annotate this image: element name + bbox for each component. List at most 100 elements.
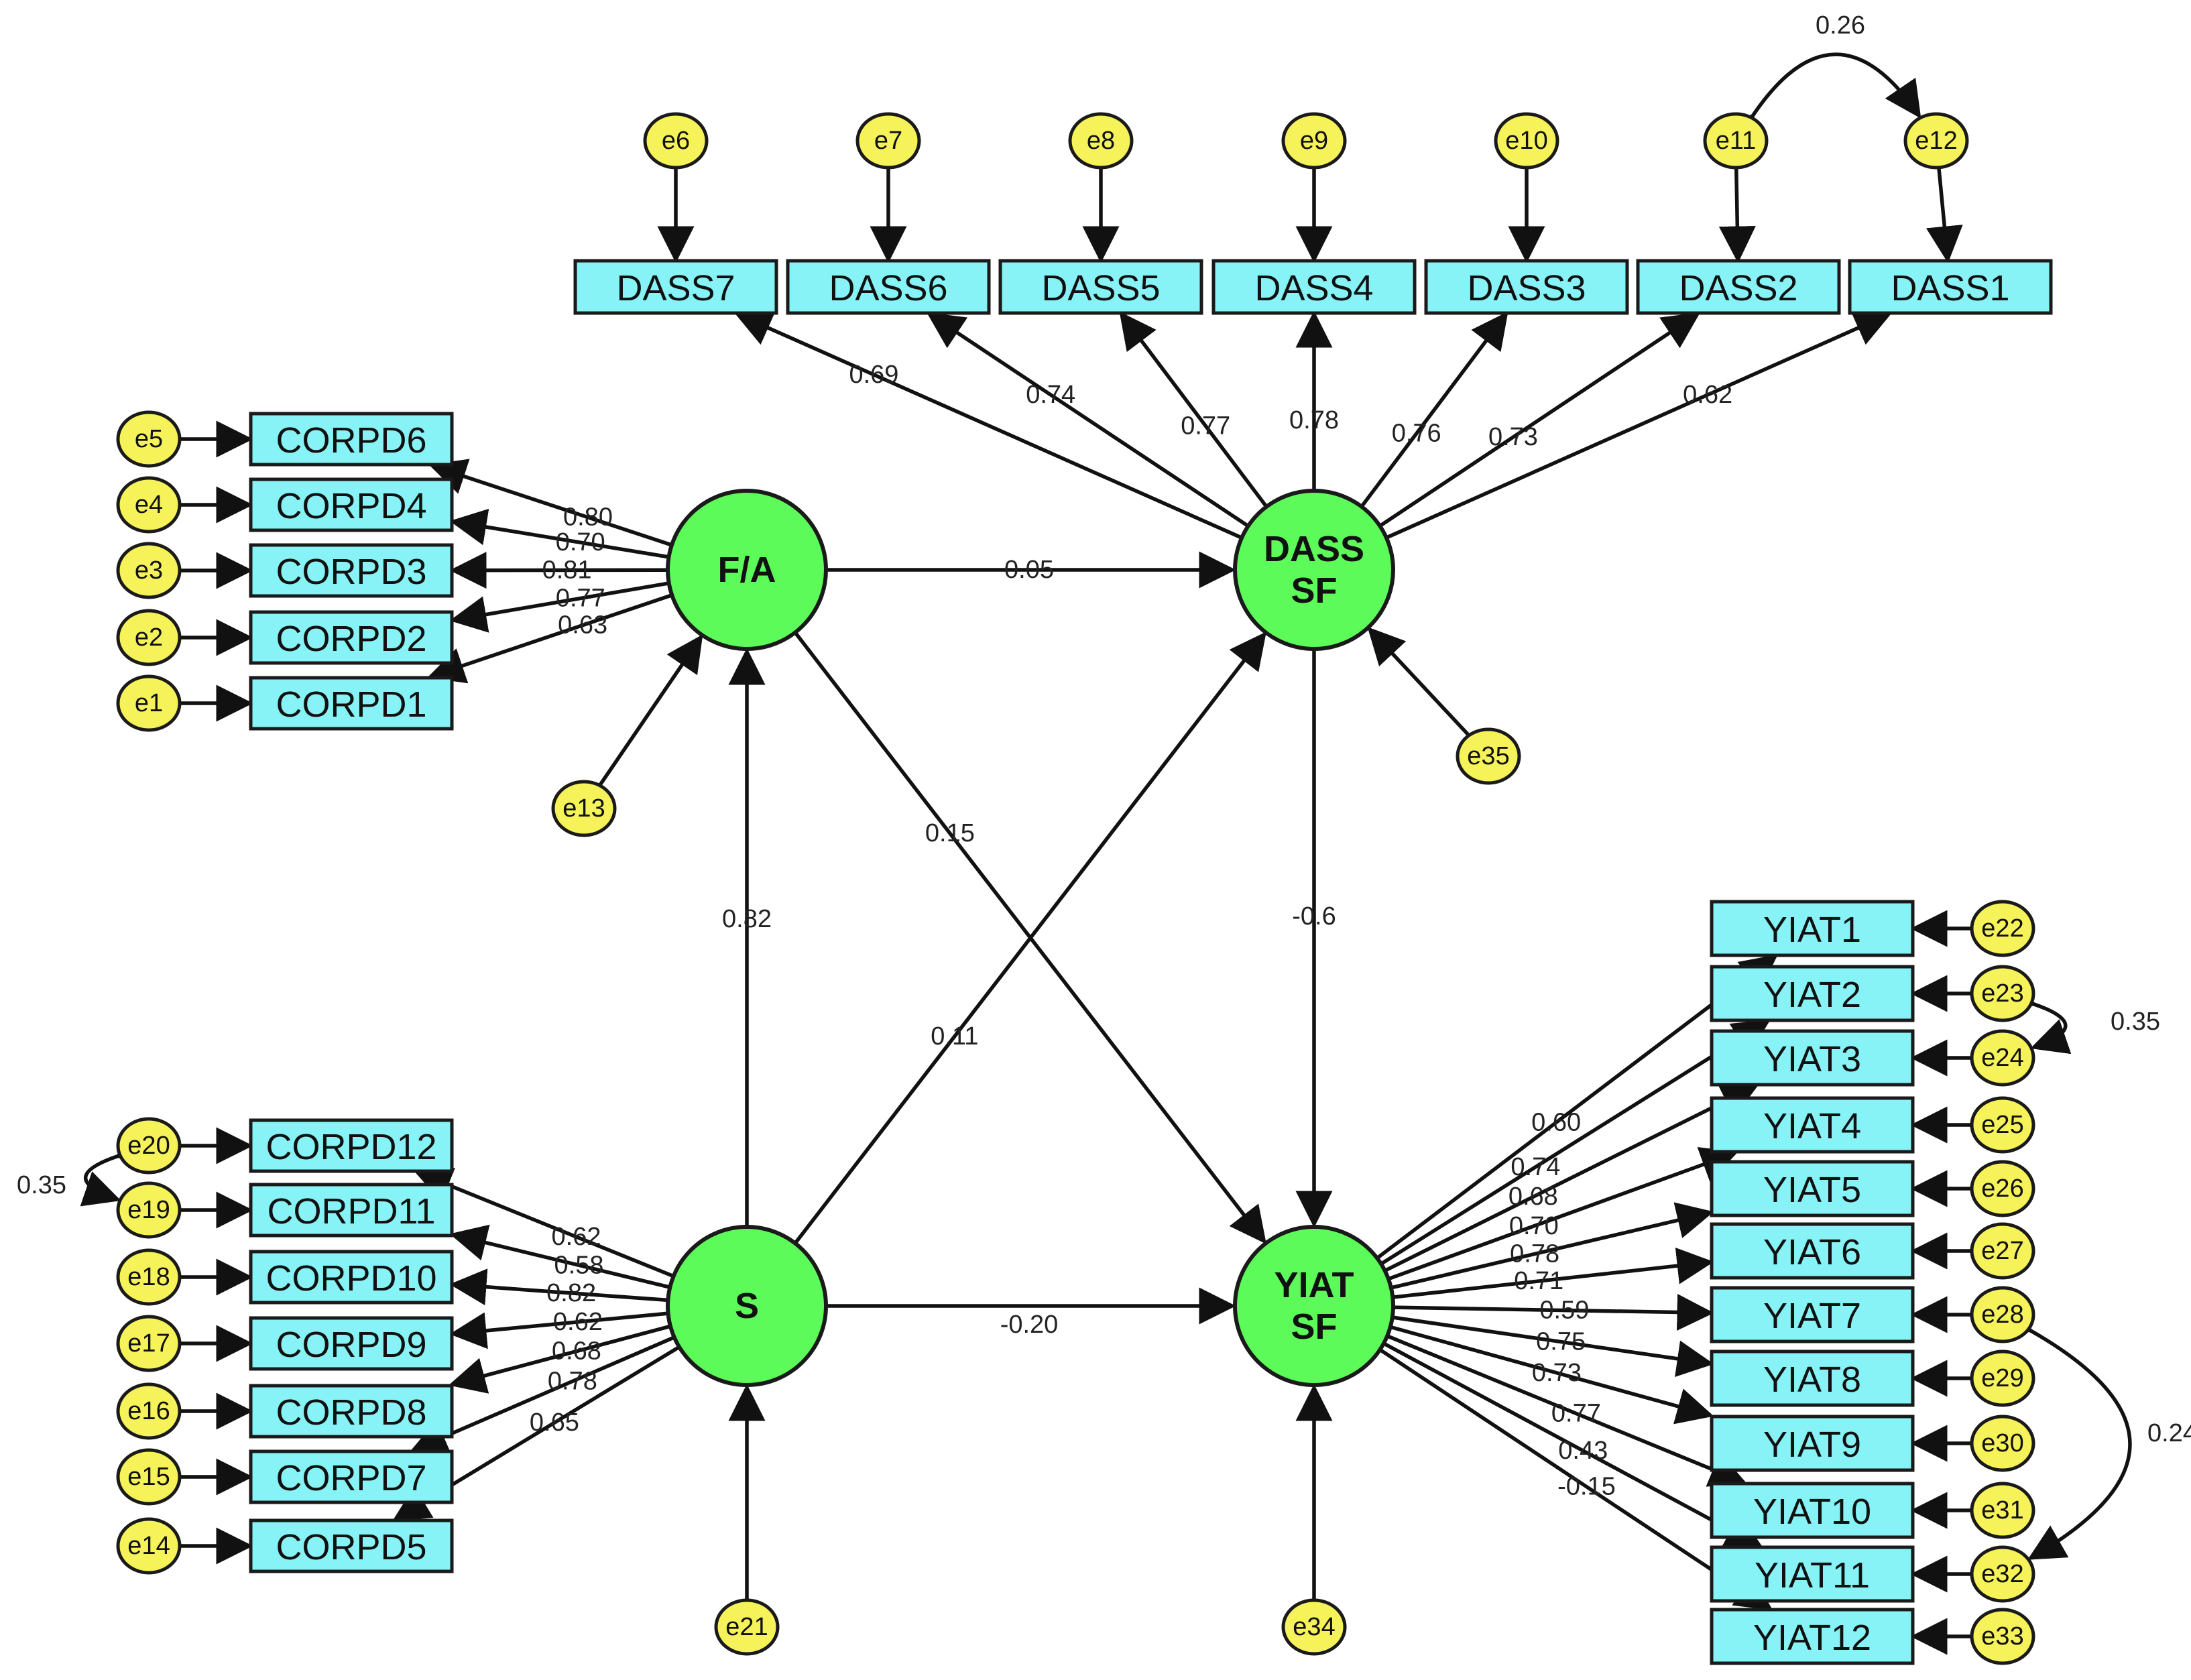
error-label: e2 bbox=[135, 623, 163, 652]
indicator-label: CORPD11 bbox=[267, 1191, 435, 1232]
indicator-box bbox=[249, 1518, 454, 1573]
indicator-label: CORPD4 bbox=[276, 486, 426, 526]
error-term-e14: e14 bbox=[116, 1517, 182, 1575]
indicator-box bbox=[1710, 1222, 1915, 1280]
error-term-e12: e12 bbox=[1903, 112, 1969, 170]
indicator-corpd7: CORPD7 bbox=[249, 1449, 454, 1504]
error-term-e7: e7 bbox=[855, 112, 921, 170]
error-ellipse bbox=[1970, 900, 2035, 957]
indicator-box bbox=[1710, 1608, 1915, 1665]
error-label: e10 bbox=[1505, 127, 1547, 155]
error-label: e7 bbox=[874, 127, 902, 155]
error-ellipse bbox=[1970, 1415, 2035, 1472]
error-term-e29: e29 bbox=[1970, 1349, 2035, 1407]
latent-label: F/A bbox=[718, 550, 776, 590]
indicator-box bbox=[1211, 259, 1417, 315]
error-term-e28: e28 bbox=[1970, 1286, 2035, 1343]
indicator-yiat10: YIAT10 bbox=[1710, 1482, 1915, 1539]
indicator-box bbox=[249, 676, 454, 731]
loading-label-corpd4: 0.70 bbox=[556, 528, 605, 556]
indicator-label: DASS6 bbox=[829, 268, 947, 308]
error-ellipse bbox=[1281, 112, 1347, 170]
error-label: e28 bbox=[1981, 1301, 2023, 1329]
error-term-e17: e17 bbox=[116, 1315, 182, 1372]
error-ellipse bbox=[1970, 965, 2035, 1022]
error-term-e24: e24 bbox=[1970, 1029, 2035, 1087]
error-label: e3 bbox=[135, 556, 163, 585]
indicator-yiat3: YIAT3 bbox=[1710, 1029, 1915, 1087]
loading-label-corpd7: 0.78 bbox=[548, 1367, 597, 1395]
latent-label: S bbox=[735, 1286, 759, 1326]
indicator-corpd6: CORPD6 bbox=[249, 412, 454, 467]
error-ellipse bbox=[1703, 112, 1769, 170]
loading-label-yiat12: -0.15 bbox=[1557, 1473, 1616, 1501]
error-label: e25 bbox=[1981, 1111, 2023, 1139]
loading-label-yiat11: 0.43 bbox=[1558, 1437, 1608, 1465]
indicator-label: YIAT11 bbox=[1755, 1555, 1870, 1596]
loading-label-yiat5: 0.78 bbox=[1510, 1240, 1559, 1268]
indicator-box bbox=[1710, 1096, 1915, 1154]
loading-arrow-yiat10 bbox=[1386, 1334, 1747, 1487]
loading-arrow-yiat6 bbox=[1392, 1247, 1714, 1299]
error-label: e17 bbox=[127, 1329, 170, 1358]
error-label: e30 bbox=[1981, 1429, 2023, 1457]
latent-fa: F/A bbox=[666, 489, 828, 651]
loading-arrow-yiat7 bbox=[1393, 1293, 1714, 1331]
error-term-e20: e20 bbox=[116, 1117, 182, 1175]
error-ellipse bbox=[1970, 1160, 2035, 1217]
structural-coef-fa-yiat: 0.15 bbox=[925, 819, 975, 847]
error-label: e20 bbox=[127, 1132, 170, 1160]
indicator-label: YIAT7 bbox=[1763, 1296, 1861, 1336]
indicator-yiat9: YIAT9 bbox=[1710, 1415, 1915, 1472]
indicator-label: CORPD2 bbox=[276, 619, 426, 659]
error-term-e23: e23 bbox=[1970, 965, 2035, 1022]
indicator-box bbox=[249, 1316, 454, 1371]
indicator-label: DASS7 bbox=[616, 268, 735, 308]
error-term-e13: e13 bbox=[551, 780, 617, 837]
indicator-label: YIAT10 bbox=[1753, 1492, 1871, 1532]
error-ellipse bbox=[1970, 1545, 2035, 1603]
indicator-label: YIAT12 bbox=[1753, 1618, 1871, 1658]
indicator-label: YIAT6 bbox=[1763, 1232, 1861, 1272]
indicator-label: DASS5 bbox=[1041, 268, 1160, 308]
error-label: e26 bbox=[1981, 1175, 2023, 1203]
covariance-arrow-e20-e19 bbox=[80, 1128, 156, 1207]
error-label: e4 bbox=[135, 491, 163, 519]
error-ellipse bbox=[714, 1598, 780, 1656]
latent-label: SF bbox=[1291, 1307, 1337, 1347]
covariance-coef-e23-e24: 0.35 bbox=[2111, 1008, 2160, 1036]
error-ellipse bbox=[1903, 112, 1969, 170]
error-label: e18 bbox=[127, 1263, 170, 1291]
error-term-e11: e11 bbox=[1703, 112, 1769, 170]
error-label: e33 bbox=[1981, 1622, 2023, 1651]
indicator-yiat8: YIAT8 bbox=[1710, 1349, 1915, 1407]
loading-label-corpd5: 0.65 bbox=[530, 1408, 579, 1437]
loading-arrow-corpd6 bbox=[428, 459, 672, 547]
indicator-corpd1: CORPD1 bbox=[249, 676, 454, 731]
indicator-box bbox=[249, 412, 454, 467]
covariance-coef-e20-e19: 0.35 bbox=[17, 1171, 66, 1199]
loading-arrow-corpd4 bbox=[449, 508, 670, 559]
loading-label-yiat6: 0.71 bbox=[1514, 1267, 1563, 1295]
loading-arrow-yiat1 bbox=[1376, 954, 1778, 1260]
error-label: e12 bbox=[1915, 127, 1957, 155]
error-label: e24 bbox=[1981, 1044, 2023, 1072]
error-label: e14 bbox=[127, 1532, 170, 1560]
loading-arrow-corpd9 bbox=[449, 1311, 668, 1349]
error-label: e35 bbox=[1467, 742, 1509, 770]
error-ellipse bbox=[116, 1517, 182, 1575]
error-ellipse bbox=[116, 1448, 182, 1506]
error-term-e1: e1 bbox=[116, 674, 182, 732]
indicator-label: CORPD7 bbox=[276, 1458, 426, 1498]
error-ellipse bbox=[1970, 1482, 2035, 1539]
indicator-corpd11: CORPD11 bbox=[249, 1183, 454, 1238]
loading-label-dass4: 0.78 bbox=[1289, 406, 1339, 434]
indicator-label: DASS4 bbox=[1254, 268, 1373, 308]
error-ellipse bbox=[116, 609, 182, 666]
structural-coef-s-yiat: -0.20 bbox=[1000, 1311, 1059, 1339]
indicator-label: YIAT4 bbox=[1763, 1106, 1861, 1146]
loading-label-dass5: 0.77 bbox=[1181, 412, 1230, 440]
indicator-corpd12: CORPD12 bbox=[249, 1118, 454, 1173]
structural-path-fa-yiat bbox=[793, 631, 1266, 1244]
